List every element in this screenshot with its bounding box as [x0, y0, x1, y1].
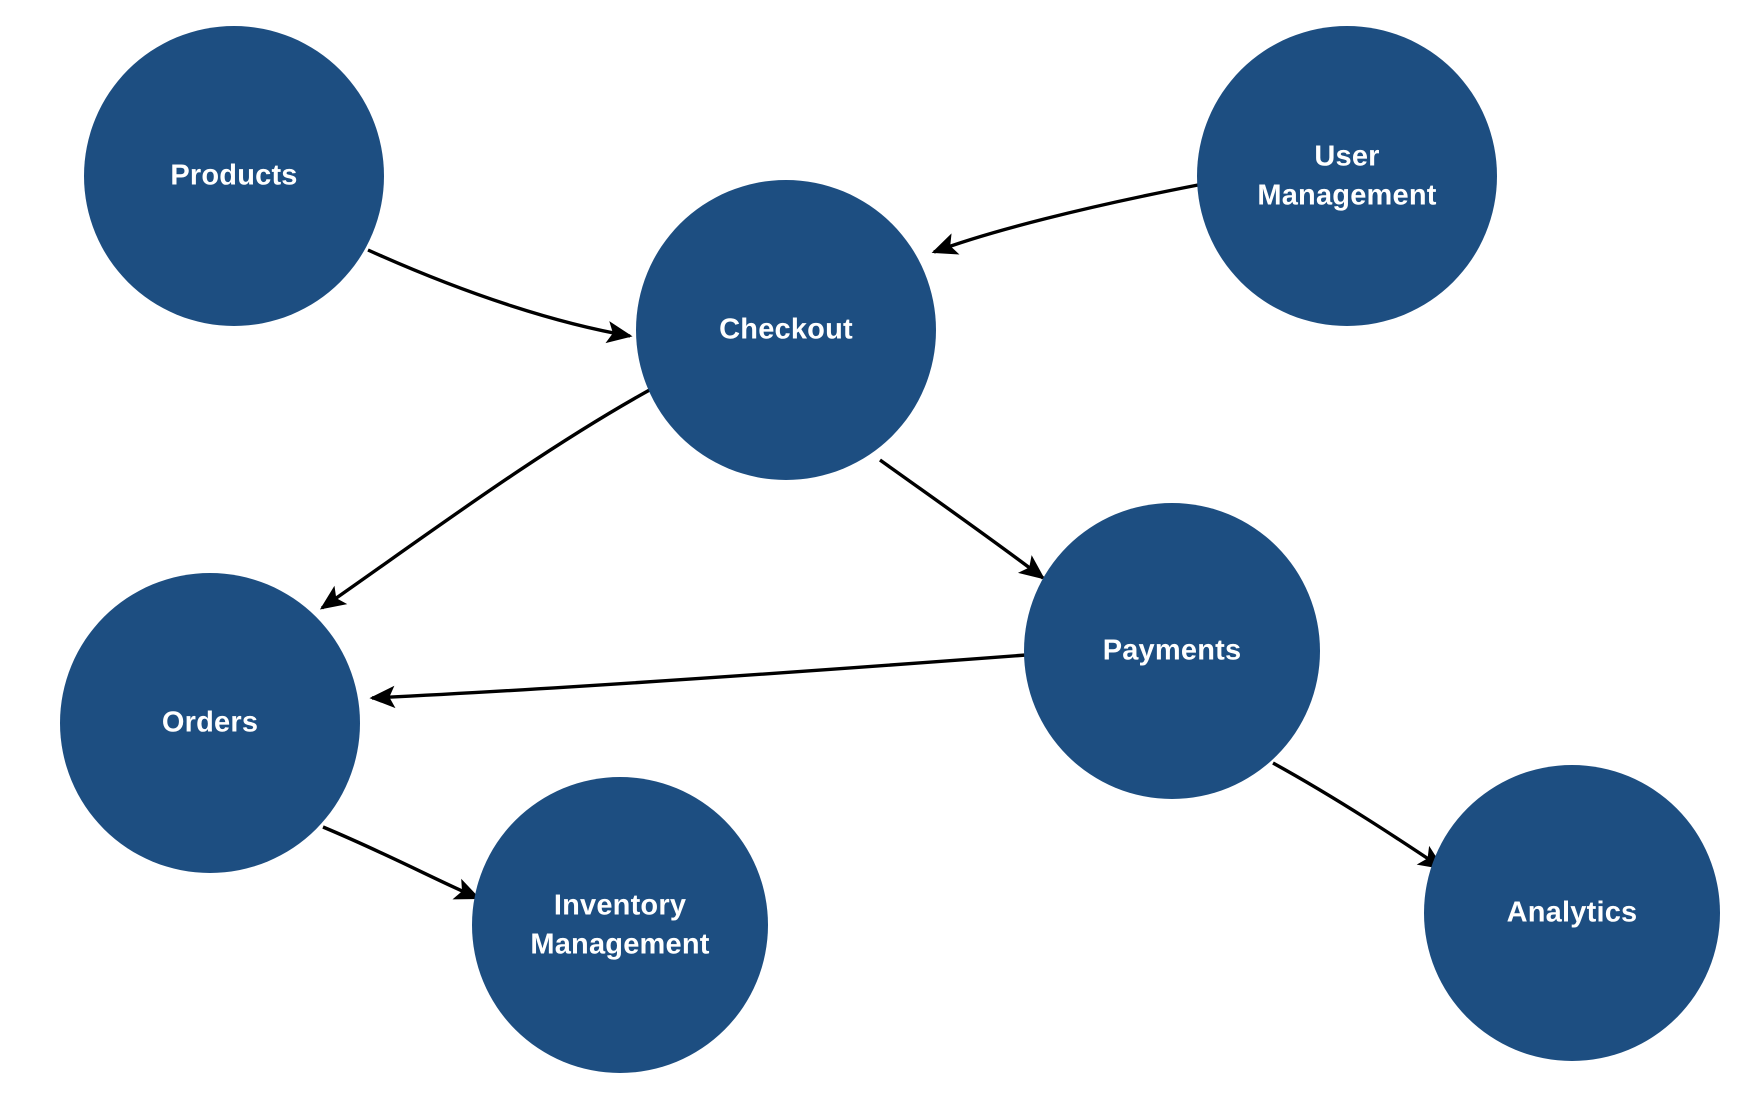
edge-checkout-payments: [879, 458, 1046, 580]
node-inventory-management[interactable]: [472, 777, 768, 1073]
edges-layer: [319, 183, 1445, 900]
node-products[interactable]: [84, 26, 384, 326]
edge-payments-analytics: [1272, 761, 1445, 870]
edge-checkout-orders: [319, 385, 656, 610]
node-orders[interactable]: [60, 573, 360, 873]
edge-payments-orders: [369, 653, 1027, 709]
nodes-layer: [60, 26, 1720, 1073]
node-analytics[interactable]: [1424, 765, 1720, 1061]
edge-orders-inventory: [322, 825, 481, 900]
node-payments[interactable]: [1024, 503, 1320, 799]
edge-usermgmt-checkout: [931, 183, 1199, 255]
edge-products-checkout: [367, 248, 633, 344]
node-checkout[interactable]: [636, 180, 936, 480]
node-user-management[interactable]: [1197, 26, 1497, 326]
